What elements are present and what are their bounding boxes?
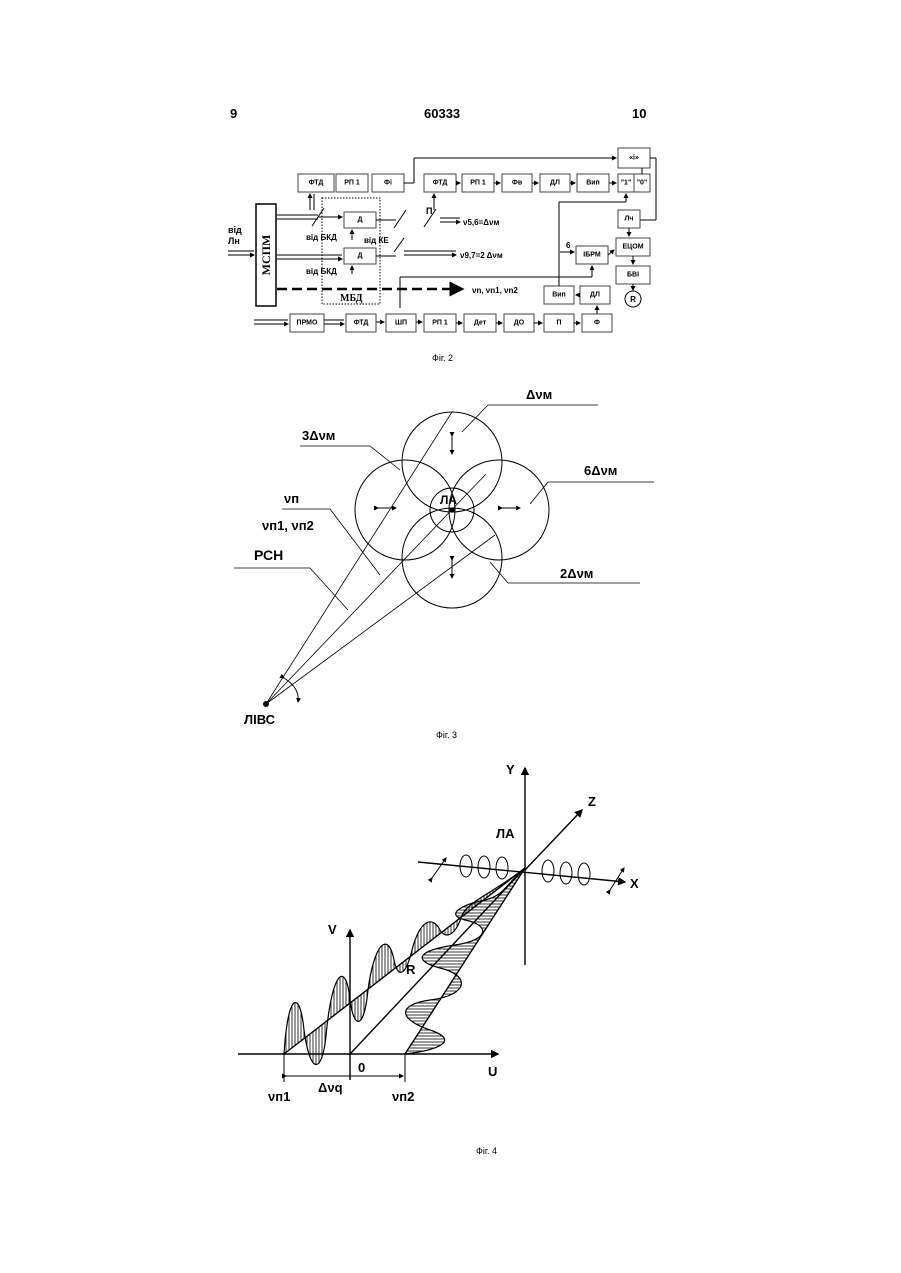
fig4-y-label: Y [506,762,515,777]
fig3-2dv-label: 2Δνм [560,566,593,581]
fig3-6dv-label: 6Δνм [584,463,617,478]
from-bkd-label-2: від БКД [306,267,337,276]
fig4-u-label: U [488,1064,497,1079]
fig4-la-label: ЛА [496,826,515,841]
fig4-r-label: R [406,962,416,977]
from-ln-label-1: від [228,225,242,235]
ibrm-block: ІБРМ [583,252,601,259]
fig3-rsn-label: РСН [254,547,283,563]
fig4-x-label: X [630,876,639,891]
fig3-caption: Фіг. 3 [436,730,457,740]
row1-fi: Фі [384,179,392,187]
row3-f: Ф [594,320,600,327]
logic-zero-block: "0" [637,180,648,187]
fig4-zero-label: 0 [358,1060,365,1075]
fig3-labels: Δνм 3Δνм 6Δνм νп ЛА νп1, νп2 РСН 2Δνм ЛІ… [244,387,617,727]
fig4-z-label: Z [588,794,596,809]
r-output: R [630,295,636,304]
mbd-label: МБД [340,293,363,304]
etsom-block: ЕЦОМ [622,244,643,251]
fig4-diagram [238,768,625,1082]
row2-ftd: ФТД [433,180,448,187]
row1-rp1: РП 1 [344,180,360,187]
fig3-diagram [234,405,654,707]
fig3-vp12-label: νп1, νп2 [262,518,314,533]
fig2-block-diagram: МСПМ від Лн МБД Д Д від БКД від КЕ від [228,148,656,332]
fig4-dvq-label: Δνq [318,1080,343,1095]
row2-fv: Фв [512,180,523,187]
logic-and-block: «і» [629,154,639,162]
fig3-dv-label: Δνм [526,387,552,402]
fig3-vp-label: νп [284,491,299,506]
row3-p: П [556,320,561,327]
fig4-v-label: V [328,922,337,937]
p-label: П [426,206,432,216]
out-97-label: ν9,7=2 Δνм [460,251,503,260]
mspm-block-label: МСПМ [259,235,273,276]
fig2-caption: Фіг. 2 [432,353,453,363]
row3-do: ДО [514,320,525,327]
fig3-livs-label: ЛІВС [244,712,276,727]
from-ke-label: від КЕ [364,236,389,245]
fig4-vp2-label: νп2 [392,1089,414,1104]
d-block-1: Д [358,217,363,224]
fig3-la-label: ЛА [440,493,457,507]
row3-ftd: ФТД [354,320,369,327]
lch-block: Лч [625,216,634,223]
row3-prmo: ПРМО [297,320,318,327]
row1-ftd: ФТД [309,180,324,187]
out-dashed-label: νn, νn1, νn2 [472,286,518,295]
logic-one-block: "1" [621,180,632,187]
fig3-3dv-label: 3Δνм [302,428,335,443]
row2-dl: ДЛ [550,180,560,187]
out-56-label: ν5,6=Δνм [463,218,499,227]
row3-rp1: РП 1 [432,320,448,327]
row2-vip: Вип [586,180,600,187]
fig4-vp1-label: νп1 [268,1089,290,1104]
row3-det: Дет [474,320,487,327]
fig4-caption: Фіг. 4 [476,1146,497,1156]
bvi-block: БВІ [627,272,639,279]
vip2-block: Вип [552,292,566,299]
six-label: 6 [566,241,571,250]
from-ln-label-2: Лн [228,236,240,246]
d-block-2: Д [358,253,363,260]
dl2-block: ДЛ [590,292,600,299]
row2-rp1: РП 1 [470,180,486,187]
row3-shp: ШП [395,320,407,327]
from-bkd-label-1: від БКД [306,233,337,242]
